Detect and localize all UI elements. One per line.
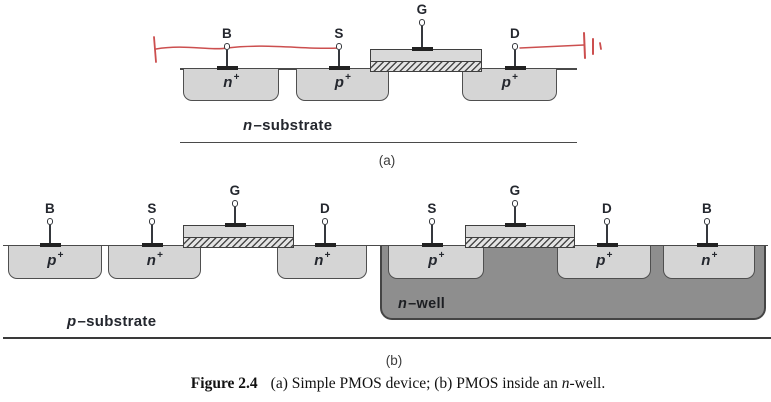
substrate-bottom-line-a — [180, 141, 577, 144]
sublabel-a: (a) — [378, 153, 396, 168]
region-label: n+ — [314, 249, 331, 269]
region-label: n+ — [146, 249, 164, 269]
gate-oxide-hatch — [465, 237, 575, 248]
terminal-stem — [706, 224, 708, 243]
terminal-a-source: S — [317, 27, 361, 70]
terminal-stem — [151, 224, 153, 243]
terminal-stem — [338, 49, 340, 66]
contact-bar — [39, 242, 61, 247]
terminal-b-pmos-gate: G — [493, 184, 537, 227]
terminal-stem — [514, 49, 516, 66]
terminal-stem — [514, 206, 516, 223]
terminal-label: G — [509, 183, 521, 198]
substrate-label-a: n–substrate — [243, 117, 333, 134]
diffusion-region: n+ — [277, 246, 367, 279]
terminal-b-nmos-source: S — [130, 202, 174, 247]
figure-caption: Figure 2.4(a) Simple PMOS device; (b) PM… — [190, 375, 606, 392]
diffusion-region: p+ — [296, 69, 389, 101]
region-label: p+ — [596, 249, 613, 269]
terminal-stem — [49, 224, 51, 243]
region-label: p+ — [334, 72, 352, 91]
region-label: p+ — [428, 249, 445, 269]
terminal-label: S — [427, 201, 437, 216]
terminal-label: G — [229, 183, 241, 198]
region-label: p+ — [501, 72, 519, 91]
nwell-label: n–well — [398, 296, 446, 312]
terminal-b-pmos-drain: D — [585, 202, 629, 247]
terminal-circle — [223, 43, 231, 50]
terminal-circle — [418, 19, 426, 26]
substrate-bottom-line-b — [3, 337, 771, 340]
terminal-label: G — [416, 2, 428, 17]
terminal-circle — [703, 218, 711, 225]
terminal-circle — [511, 200, 519, 207]
terminal-a-drain: D — [493, 27, 537, 70]
substrate-label-b: p–substrate — [67, 313, 157, 330]
terminal-b-pmos-bulk: B — [685, 202, 729, 247]
terminal-label: D — [509, 26, 521, 41]
contact-bar — [411, 46, 433, 51]
diffusion-region: p+ — [557, 246, 651, 279]
contact-bar — [504, 65, 526, 70]
terminal-circle — [321, 218, 329, 225]
terminal-circle — [511, 43, 519, 50]
sublabel-b: (b) — [385, 353, 403, 368]
terminal-label: B — [701, 201, 713, 216]
terminal-b-pmos-source: S — [410, 202, 454, 247]
terminal-b-nmos-bulk: B — [28, 202, 72, 247]
terminal-stem — [226, 49, 228, 66]
diffusion-region: p+ — [462, 69, 557, 101]
terminal-stem — [431, 224, 433, 243]
terminal-label: D — [601, 201, 613, 216]
battery-icon — [583, 32, 602, 59]
terminal-label: B — [44, 201, 56, 216]
gate-oxide-hatch — [183, 237, 294, 248]
gate-oxide-hatch — [370, 61, 482, 72]
terminal-stem — [234, 206, 236, 223]
contact-bar — [696, 242, 718, 247]
terminal-stem — [606, 224, 608, 243]
terminal-stem — [421, 25, 423, 47]
terminal-b-nmos-drain: D — [303, 202, 347, 247]
diffusion-region: p+ — [388, 246, 484, 279]
wire-left-terminal — [153, 36, 157, 63]
diffusion-region: n+ — [108, 246, 201, 279]
terminal-circle — [428, 218, 436, 225]
terminal-circle — [231, 200, 239, 207]
terminal-label: S — [147, 201, 157, 216]
diffusion-region: p+ — [8, 246, 102, 279]
terminal-circle — [46, 218, 54, 225]
terminal-a-bulk: B — [205, 27, 249, 70]
contact-bar — [141, 242, 163, 247]
terminal-stem — [324, 224, 326, 243]
terminal-label: D — [319, 201, 331, 216]
contact-bar — [421, 242, 443, 247]
terminal-b-nmos-gate: G — [213, 184, 257, 227]
terminal-label: B — [221, 26, 233, 41]
figure-caption-number: Figure 2.4 — [190, 375, 258, 392]
terminal-circle — [148, 218, 156, 225]
diffusion-region: n+ — [183, 69, 279, 101]
terminal-circle — [603, 218, 611, 225]
region-label: p+ — [47, 249, 64, 269]
terminal-label: S — [334, 26, 344, 41]
region-label: n+ — [223, 72, 240, 91]
terminal-a-gate: G — [400, 3, 444, 51]
diffusion-region: n+ — [663, 246, 755, 279]
contact-bar — [224, 222, 246, 227]
drain-wire — [519, 44, 585, 49]
contact-bar — [504, 222, 526, 227]
region-label: n+ — [701, 249, 718, 269]
terminal-circle — [335, 43, 343, 50]
surface-line-b — [3, 244, 768, 247]
contact-bar — [216, 65, 238, 70]
contact-bar — [596, 242, 618, 247]
contact-bar — [328, 65, 350, 70]
contact-bar — [314, 242, 336, 247]
